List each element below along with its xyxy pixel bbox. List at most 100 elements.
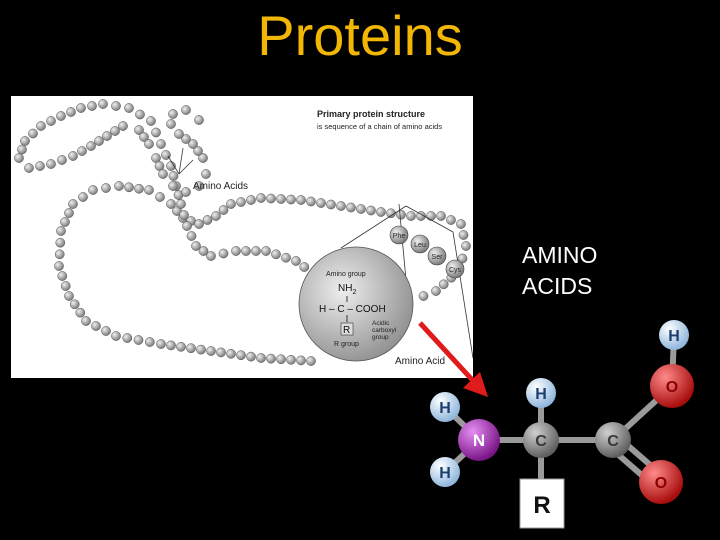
chain-bead [154,161,165,171]
chain-bead [286,194,296,205]
chain-bead [281,252,291,263]
chain-bead [176,199,186,209]
chain-bead [60,281,71,291]
chain-bead [236,350,246,361]
oxygen-atom-top: O [650,364,694,408]
chain-bead [218,248,229,259]
chain-bead [226,199,236,209]
chain-bead [218,205,229,215]
svg-text:O: O [655,475,667,492]
chain-bead [144,139,154,149]
chain-bead [438,279,449,290]
chain-bead [87,101,97,111]
residue-phe: Phe [393,233,406,240]
svg-text:H: H [535,386,547,403]
carbon-atom-alpha: C [523,422,559,458]
chain-bead [156,339,166,349]
chain-bead [306,196,316,207]
chain-bead [64,291,74,301]
chain-bead [122,333,133,343]
chain-bead [139,132,149,142]
chain-bead [135,109,145,120]
chain-bead [111,331,121,341]
chain-bead [155,192,165,202]
chain-bead [144,185,154,195]
amino-group-label: Amino group [326,271,366,278]
chain-bead [14,153,24,163]
chain-bead [156,139,166,149]
chain-bead [17,144,27,155]
chain-bead [56,111,66,121]
amino-acids-label: Amino Acids [193,181,248,192]
chain-bead [276,194,286,204]
chain-bead [54,249,65,260]
carbon-row: H – C – COOH [319,304,386,315]
chain-bead [261,246,271,256]
chain-bead [101,183,111,193]
r-label: R [343,325,350,336]
chain-bead [101,326,111,336]
chain-bead [186,343,196,354]
chain-bead [316,198,326,208]
chain-bead [182,221,192,231]
chain-bead [356,204,366,214]
chain-bead [201,169,211,179]
chain-bead [124,103,134,113]
chain-bead [46,116,56,126]
svg-text:H: H [668,328,680,345]
chain-bead [81,316,91,326]
chain-bead [66,107,76,117]
chain-bead [57,271,68,281]
chain-bead [76,103,86,113]
nh2-label: NH2 [338,283,356,296]
chain-bead [186,231,197,241]
chain-bead [174,129,184,139]
residue-beads: Phe Leu Ser Cys [389,225,465,279]
chain-bead [461,241,471,251]
amino-acid-detail: Amino group NH2 H – C – COOH R R group A… [298,246,414,362]
chain-bead [366,205,376,216]
chain-bead [193,146,203,156]
chain-bead [28,128,38,139]
slide-title: Proteins [257,4,463,67]
chain-bead [266,353,276,364]
side-label-line1: AMINO [522,242,598,268]
chain-bead [206,346,216,356]
chain-bead [181,187,191,197]
chain-bead [68,151,78,161]
chain-bead [151,153,161,163]
chain-bead [133,335,144,345]
oxygen-atom-bottom: O [639,460,683,504]
svg-text:C: C [535,433,547,450]
amino-acids-side-label: AMINO ACIDS [522,240,597,302]
chain-bead [60,217,70,227]
chain-bead [336,201,346,211]
chain-bead [194,115,204,125]
chain-bead [179,210,189,220]
chain-bead [241,246,251,256]
chain-bead [346,202,356,213]
chain-bead [36,121,46,131]
chain-bead [406,211,416,221]
side-label-line2: ACIDS [522,273,593,299]
chain-bead [134,125,144,135]
chain-bead [166,340,176,351]
chain-bead [35,161,45,171]
hydrogen-atom-left-bottom: H [430,457,460,487]
chain-bead [91,321,101,331]
carbon-atom-carboxyl: C [595,422,631,458]
chain-bead [436,211,446,221]
chain-bead [55,237,66,248]
chain-bead [134,183,144,194]
chain-bead [158,169,168,179]
chain-bead [75,307,86,318]
chain-bead [198,246,209,256]
pointer-arrow [418,321,488,397]
chain-bead [458,230,469,240]
chain-bead [124,182,134,193]
chain-bead [168,109,178,119]
residue-leu: Leu [414,242,426,249]
chain-bead [166,119,176,129]
chain-bead [236,197,246,207]
